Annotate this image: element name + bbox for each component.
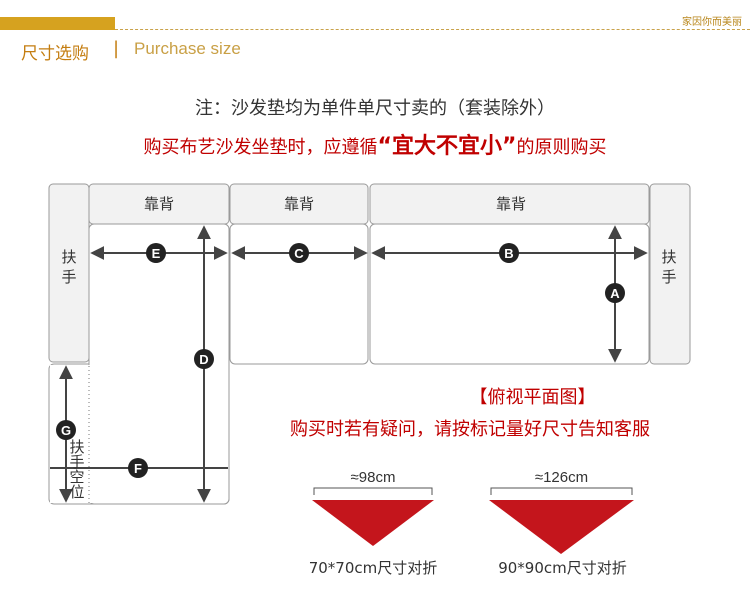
marker-e: E (146, 243, 166, 263)
sale-note: 注：沙发垫均为单件单尺寸卖的（套装除外） (195, 98, 555, 119)
cushion-large-triangle (489, 500, 634, 554)
marker-d-letter: D (199, 352, 208, 367)
backrest-1-label: 靠背 (144, 195, 174, 213)
cushion-large-size: ≈126cm (534, 469, 589, 486)
cushion-large-illustration (489, 487, 634, 554)
backrest-2-label: 靠背 (284, 195, 314, 213)
marker-b: B (499, 243, 519, 263)
armrest-right-label-1: 扶 (661, 248, 676, 266)
marker-c: C (289, 243, 309, 263)
marker-a: A (605, 283, 625, 303)
armrest-left-label-1: 扶 (61, 248, 76, 266)
marker-f-letter: F (134, 461, 142, 476)
cushion-small-triangle (312, 500, 434, 546)
armrest-right-label-2: 手 (661, 268, 676, 286)
cushion-large-caption: 90*90cm尺寸对折 (498, 559, 627, 577)
armrest-space-label-4: 位 (69, 483, 84, 501)
section-title-cn: 尺寸选购 (21, 44, 89, 64)
header-dashed-line (115, 29, 750, 30)
top-view-title: 【俯视平面图】 (469, 387, 596, 408)
principle-prefix: 购买布艺沙发坐垫时，应遵循 (143, 137, 378, 158)
armrest-space-label-3: 空 (69, 468, 84, 486)
armrest-right-panel (649, 183, 691, 365)
section-title-en: Purchase size (134, 39, 241, 58)
buying-principle: 购买布艺沙发坐垫时，应遵循“宜大不宜小”的原则购买 (0, 128, 750, 160)
principle-highlight: “宜大不宜小” (377, 134, 517, 159)
brand-slogan: 家因你而美丽 (682, 17, 742, 28)
marker-a-letter: A (610, 286, 620, 301)
marker-b-letter: B (504, 246, 513, 261)
cushion-small-bracket (313, 487, 433, 495)
marker-d: D (194, 349, 214, 369)
marker-e-letter: E (152, 246, 161, 261)
marker-f: F (128, 458, 148, 478)
armrest-space-label-1: 扶 (69, 438, 84, 456)
armrest-space-label-2: 手 (69, 453, 84, 471)
cushion-small-size: ≈98cm (350, 469, 396, 486)
cushion-small-illustration (312, 487, 434, 546)
marker-g: G (56, 420, 76, 440)
title-separator: | (113, 38, 120, 59)
marker-c-letter: C (294, 246, 304, 261)
marker-g-letter: G (61, 423, 71, 438)
armrest-left-label-2: 手 (61, 268, 76, 286)
header-accent-bar (0, 17, 115, 30)
backrest-3-label: 靠背 (496, 195, 526, 213)
cushion-large-bracket (490, 487, 633, 495)
service-tip: 购买时若有疑问，请按标记量好尺寸告知客服 (290, 419, 650, 440)
backrest-1-panel (88, 183, 230, 225)
principle-suffix: 的原则购买 (516, 137, 607, 158)
cushion-small-caption: 70*70cm尺寸对折 (308, 559, 438, 577)
